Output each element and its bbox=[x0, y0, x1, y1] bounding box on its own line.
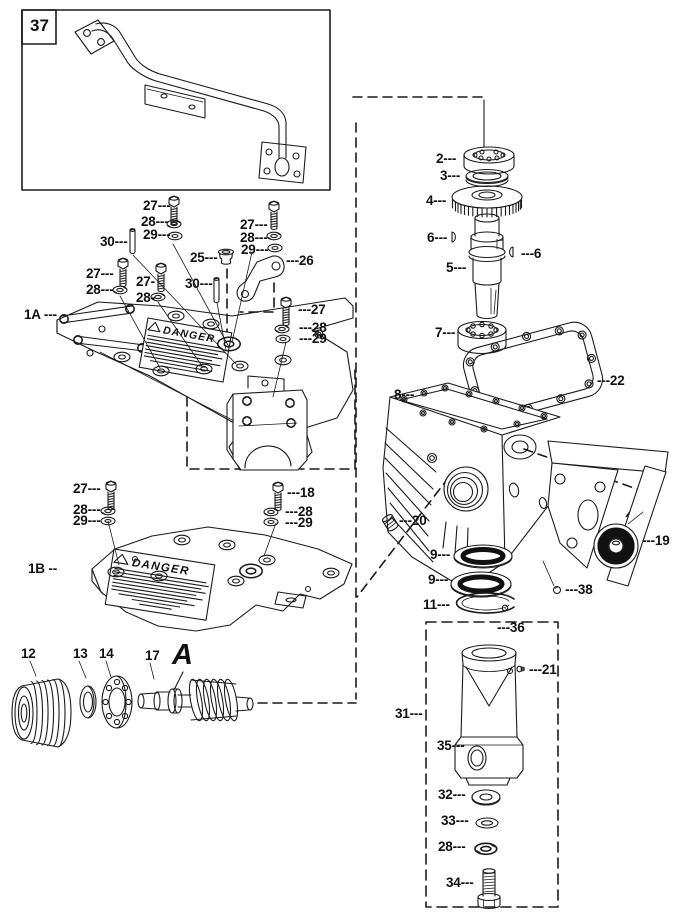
flat-washer-icon bbox=[167, 231, 183, 241]
hex-bolt-icon bbox=[117, 257, 129, 288]
grommet-icon bbox=[274, 354, 292, 366]
drive-parts bbox=[11, 660, 254, 748]
support-bracket-37 bbox=[74, 19, 307, 184]
roll-pin-icon bbox=[129, 228, 136, 255]
hex-bolt-icon bbox=[105, 480, 117, 511]
linkage-arms bbox=[59, 304, 147, 357]
woodruff-key-icon bbox=[451, 231, 456, 243]
roll-pin-icon bbox=[213, 277, 220, 304]
seal-13 bbox=[79, 685, 97, 719]
grommet-icon bbox=[322, 567, 340, 579]
bearing-14 bbox=[101, 675, 133, 729]
strainer-group-36 bbox=[454, 644, 525, 910]
hex-bolt-icon bbox=[280, 296, 292, 327]
lock-washer-icon bbox=[474, 842, 498, 856]
plate-1b: DANGER bbox=[91, 526, 353, 632]
lock-washer-icon bbox=[266, 231, 282, 241]
leader-lines-bottom bbox=[29, 660, 184, 691]
hex-bolt-icon bbox=[268, 200, 280, 231]
rim-bolt-holes bbox=[400, 384, 548, 433]
screw-icon bbox=[516, 665, 525, 673]
gear-4 bbox=[451, 185, 523, 218]
set-screw-20 bbox=[381, 514, 399, 532]
lock-washer-icon bbox=[112, 285, 128, 295]
ball-38 bbox=[542, 560, 562, 595]
worm-shaft-17 bbox=[137, 678, 254, 722]
clamp-bracket-26 bbox=[236, 255, 285, 302]
hex-bolt-icon bbox=[155, 262, 167, 293]
lock-washer-icon bbox=[150, 292, 166, 302]
flat-washer-icon bbox=[263, 517, 279, 527]
lock-washer-icon bbox=[263, 507, 279, 517]
flat-washer-icon bbox=[267, 243, 283, 253]
shaft-assembly bbox=[451, 99, 523, 355]
mount-wings bbox=[504, 440, 669, 587]
grommet-icon bbox=[218, 539, 236, 551]
drive-shaft-5 bbox=[468, 213, 506, 320]
washer-33 bbox=[475, 817, 499, 829]
hex-bolt-icon bbox=[272, 481, 284, 512]
grommet-icon bbox=[227, 575, 245, 587]
hardware-plate-1a bbox=[112, 195, 292, 344]
bearing-2 bbox=[463, 146, 515, 175]
oil-seal-19 bbox=[593, 511, 644, 569]
bearing-clamp bbox=[226, 375, 308, 471]
plug-icon bbox=[217, 248, 235, 265]
threaded-bore bbox=[443, 466, 489, 512]
gearbox-housing-8 bbox=[381, 382, 669, 587]
seal-9-upper bbox=[453, 544, 513, 569]
woodruff-key-icon bbox=[509, 246, 514, 258]
seals-and-ring bbox=[450, 544, 515, 614]
washer-32 bbox=[471, 789, 501, 806]
hardware-plate-1b bbox=[100, 480, 284, 566]
grommet-icon bbox=[173, 534, 191, 546]
warning-label-1b: DANGER bbox=[104, 548, 216, 621]
coupling-12 bbox=[11, 678, 72, 748]
grommet-icon bbox=[258, 554, 276, 566]
grommet-icon bbox=[239, 563, 263, 579]
seal-9-lower bbox=[450, 571, 512, 598]
cooling-fins bbox=[384, 427, 469, 563]
flat-washer-icon bbox=[275, 334, 291, 344]
snap-ring-11 bbox=[455, 592, 515, 614]
inset-box-37 bbox=[21, 9, 331, 191]
lock-washer-icon bbox=[274, 324, 290, 334]
grommet-icon bbox=[113, 351, 131, 363]
bolt-34 bbox=[477, 868, 501, 910]
plate-1a: DANGER bbox=[56, 297, 354, 471]
leader-lines-upper bbox=[119, 243, 287, 398]
strainer-31 bbox=[454, 644, 524, 786]
